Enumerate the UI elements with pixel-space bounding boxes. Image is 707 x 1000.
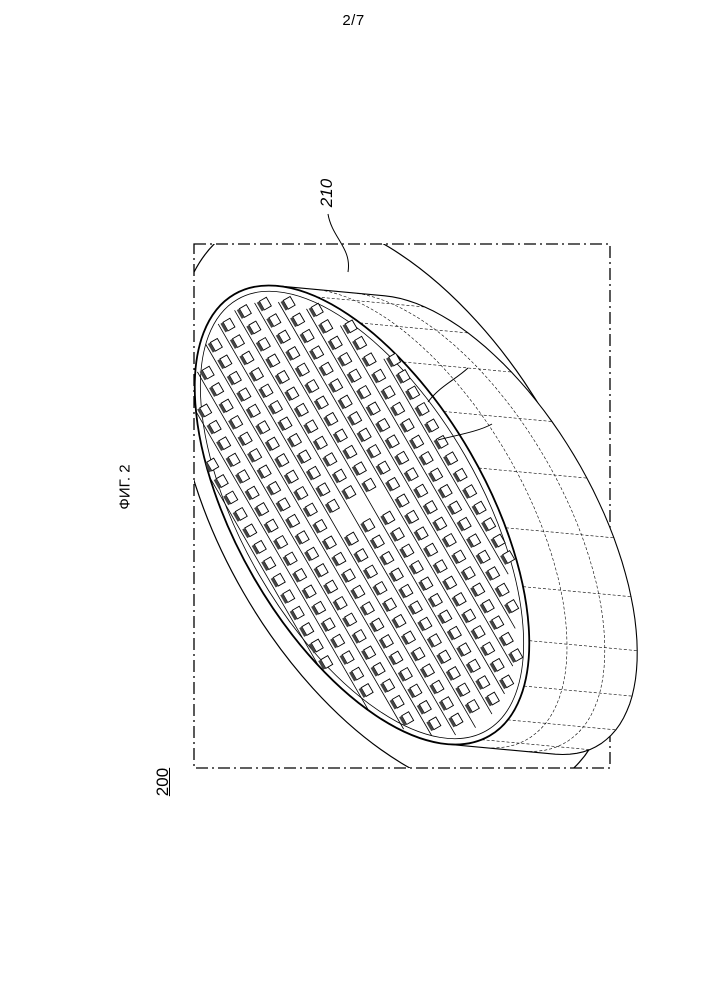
leader-210 <box>328 214 349 272</box>
